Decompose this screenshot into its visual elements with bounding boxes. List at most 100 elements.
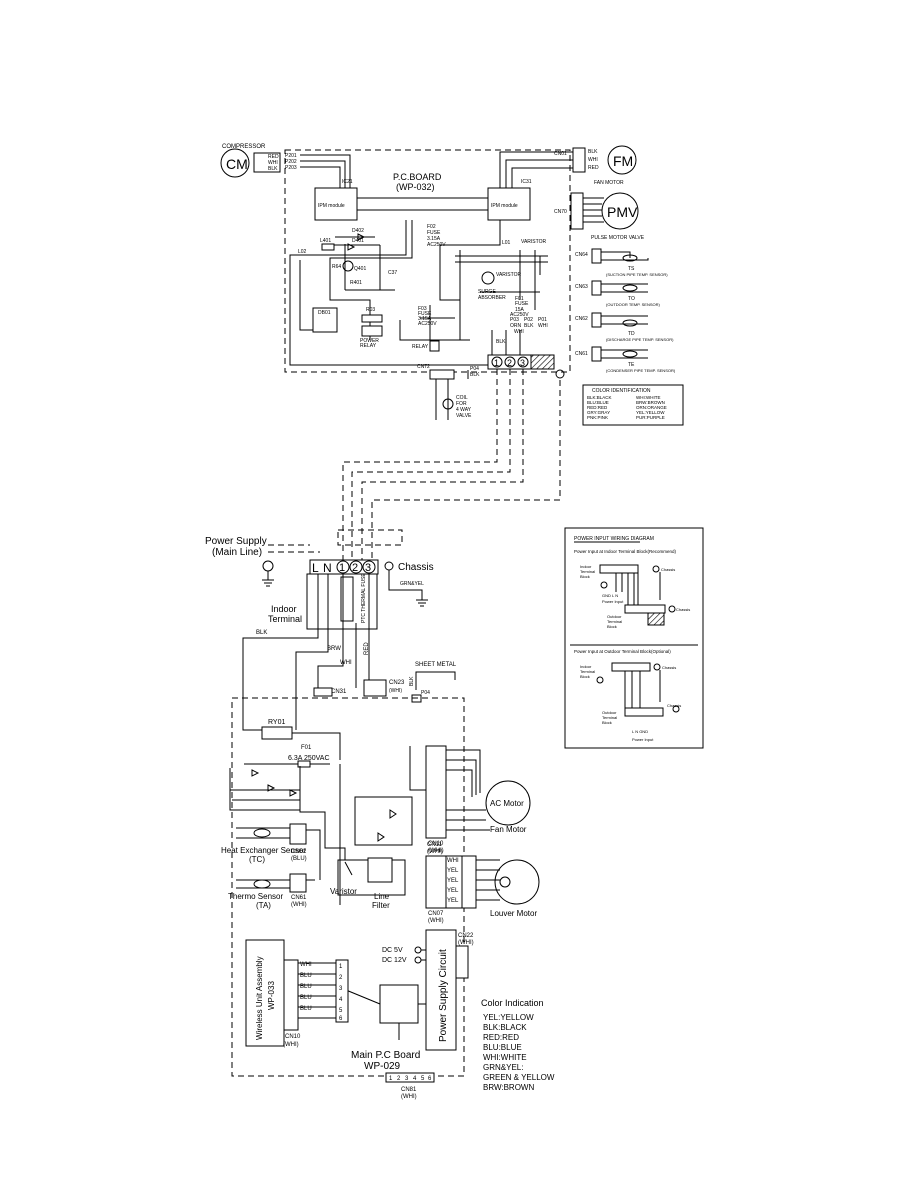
louver-wire-3: YEL: [447, 878, 459, 884]
otb-3: 3: [520, 358, 525, 368]
chassis-icon: [384, 561, 394, 571]
indoor-terminal-box: [306, 573, 378, 630]
outdoor-terminal-block: 1 2 3: [487, 354, 565, 379]
indoor-terminal-2: Terminal: [268, 614, 302, 624]
wire-red: RED: [364, 642, 370, 655]
f01-2: FUSE: [515, 301, 529, 307]
color-r-5: PUR:PURPLE: [636, 415, 665, 420]
wl-num-1: 1: [339, 964, 343, 970]
q401-icon: [342, 260, 354, 272]
color-r-1: WHI:WHITE: [636, 395, 661, 400]
rec-indoor-1: Indoor: [580, 564, 592, 569]
cn81-color: (WHI): [401, 1094, 417, 1100]
wl-num-4: 4: [339, 997, 343, 1003]
cn61-connector: [289, 873, 307, 893]
wireless-label: Wireless Unit Assembly: [255, 956, 264, 1040]
sheet-metal-label: SHEET METAL: [415, 662, 457, 668]
coil-icon: [442, 398, 454, 410]
cn22-color: (WHI): [458, 940, 474, 946]
surge-1: SURGE: [478, 289, 496, 295]
l02-label: L02: [298, 249, 307, 255]
power-input-inset: POWER INPUT WIRING DIAGRAM Power Input a…: [564, 527, 704, 749]
cn63-label: CN63: [575, 284, 588, 290]
color-l-4: GRY:GRAY: [587, 410, 610, 415]
fan-wire-1: BLK: [588, 149, 598, 155]
td-label: TD: [628, 331, 635, 337]
surge-2: ABSORBER: [478, 295, 506, 301]
inset-title: POWER INPUT WIRING DIAGRAM: [574, 536, 654, 542]
rec-outdoor-2: Terminal: [607, 619, 622, 624]
to-sensor-icon: [622, 284, 638, 292]
coil-3: 4 WAY: [456, 407, 472, 413]
wl-wire-2: BLU: [300, 973, 312, 979]
power-relay-icon: [361, 325, 383, 337]
cn62-label: CN62: [291, 849, 307, 855]
term-n: N: [323, 561, 332, 575]
fan-motor-label-indoor: Fan Motor: [490, 825, 527, 834]
comp-wire-1: RED: [268, 154, 279, 160]
fan-wire-2: WHI: [588, 157, 598, 163]
ta-label: (TA): [256, 901, 271, 910]
power-supply-circuit: [425, 929, 457, 1051]
d401-icon: [347, 243, 356, 251]
ts-sensor-icon: [622, 254, 638, 262]
wl-wire-5: BLU: [300, 1006, 312, 1012]
wl-wire-1: WHI: [300, 962, 312, 968]
db01-label: DB01: [318, 310, 331, 316]
cn81-n5: 5: [421, 1076, 425, 1082]
wire-whi: WHI: [340, 660, 352, 666]
outdoor-board-model: (WP-032): [396, 182, 435, 192]
p01-label: P01: [538, 317, 547, 323]
l01-label: L01: [502, 240, 511, 246]
chassis-label: Chassis: [398, 562, 434, 573]
te-sensor-icon: [622, 350, 638, 358]
color-r-2: BRW:BROWN: [636, 400, 665, 405]
color-r-3: ORN:ORANGE: [636, 405, 667, 410]
louver-wire-5: YEL: [447, 898, 459, 904]
color-r-4: YEL:YELLOW: [636, 410, 665, 415]
cn22-connector: [455, 945, 469, 979]
cn70-connector: [570, 192, 584, 230]
cn01-label: CN01: [554, 151, 567, 157]
pmv-label: PMV: [607, 204, 638, 220]
color-l-3: RED:RED: [587, 405, 608, 410]
rec-outdoor-1: Outdoor: [607, 614, 622, 619]
ci-6: GRN&YEL:: [483, 1063, 523, 1072]
cn23-label: CN23: [389, 680, 405, 686]
comp-term-2: P202: [285, 159, 297, 165]
cn10-label: CN10: [428, 841, 444, 847]
cn07-label: CN07: [428, 911, 444, 917]
wl-wire-4: BLU: [300, 995, 312, 1001]
ci-7: GREEN & YELLOW: [483, 1073, 555, 1082]
cn07-color: (WHI): [428, 918, 444, 924]
ptc-fuse-icon: [340, 576, 354, 622]
l401-label: L401: [320, 238, 331, 244]
cn10b-connector: [283, 959, 299, 1031]
comp-wire-2: WHI: [268, 160, 278, 166]
main-line-label: (Main Line): [212, 547, 262, 558]
color-l-1: BLK:BLACK: [587, 395, 612, 400]
r03-resistor: [361, 314, 383, 323]
opt-indoor-1: Indoor: [580, 664, 592, 669]
d401-label: D401: [352, 238, 364, 244]
cn22-label: CN22: [458, 933, 474, 939]
dc5-label: DC 5V: [382, 947, 403, 954]
fm-label: FM: [613, 153, 633, 169]
cn81-n2: 2: [397, 1076, 401, 1082]
louver-wire-1: WHI: [447, 858, 459, 864]
f02-4: AC250V: [427, 242, 446, 248]
rec-power-input: Power Input: [602, 599, 624, 604]
ci-3: RED:RED: [483, 1033, 519, 1042]
wl-num-6: 6: [339, 1016, 343, 1022]
r64-label: R64: [332, 264, 341, 270]
cn81-connector: [385, 1072, 435, 1083]
ta-sensor-icon: [253, 879, 271, 889]
p04-blk: BLK: [470, 372, 480, 378]
f01-1: F01: [515, 296, 524, 302]
outdoor-board-outline: [284, 149, 571, 373]
ry01-label: RY01: [268, 719, 285, 726]
pmv-caption: PULSE MOTOR VALVE: [591, 235, 645, 241]
cn64-label: CN64: [575, 252, 588, 258]
ts-label: TS: [628, 266, 635, 272]
opt-indoor-3: Block: [580, 674, 590, 679]
